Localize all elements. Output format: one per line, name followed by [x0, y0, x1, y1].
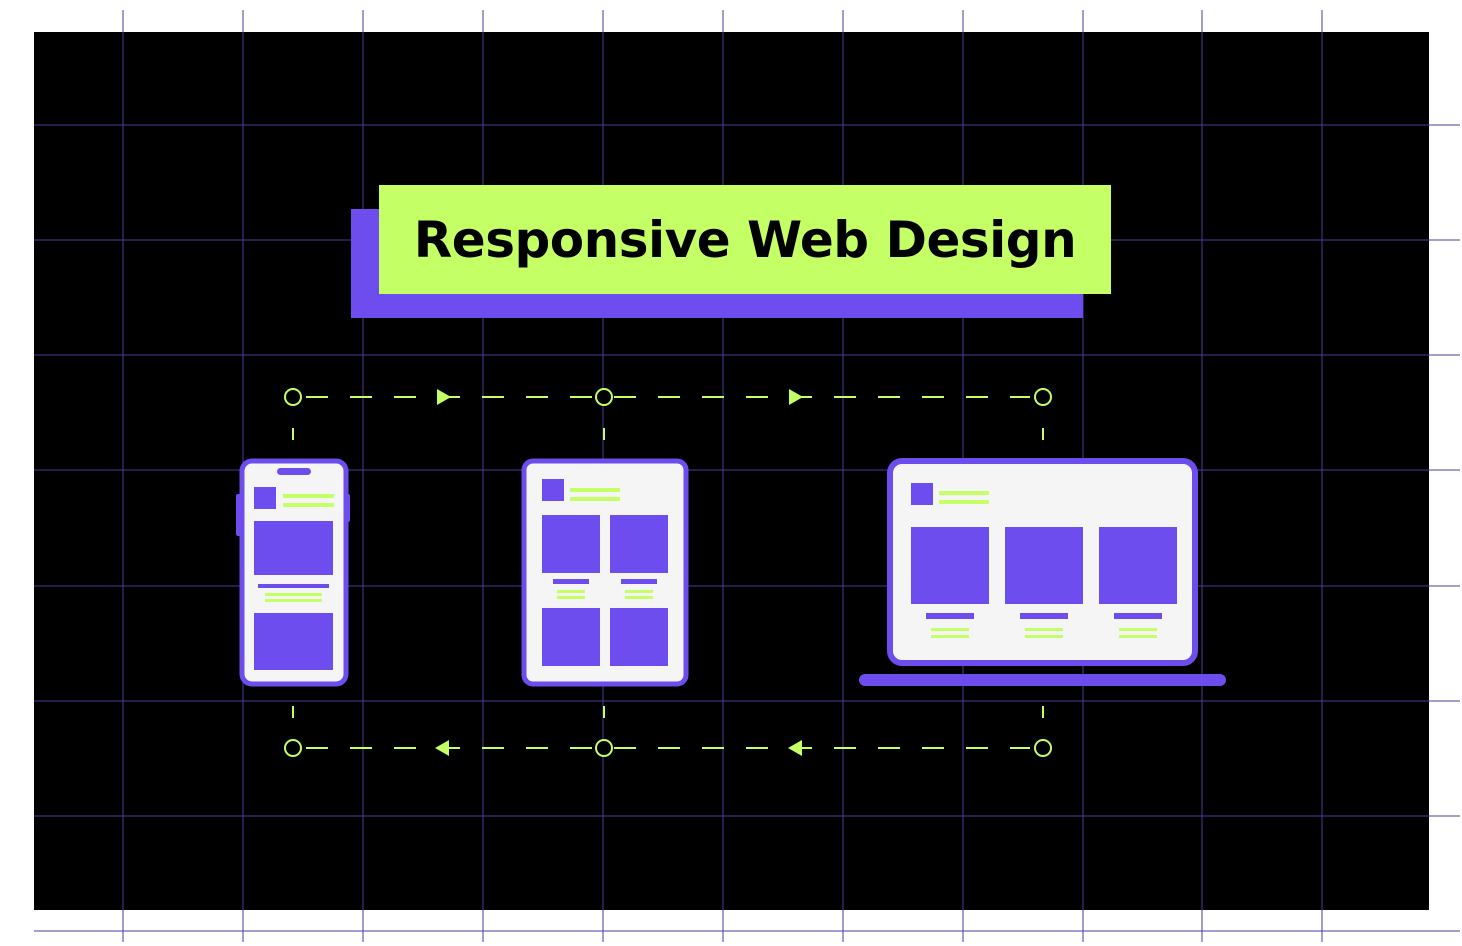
flow-bottom — [284, 706, 1052, 757]
title-banner — [379, 185, 1111, 294]
arrow-left-icon — [788, 740, 802, 756]
smartphone-icon — [236, 458, 350, 687]
arrow-right-icon — [789, 389, 803, 405]
arrow-left-icon — [435, 740, 449, 756]
tablet-icon — [521, 458, 689, 687]
laptop-icon — [859, 458, 1226, 686]
flow-top — [284, 388, 1052, 440]
page-title: Responsive Web Design — [413, 210, 1077, 269]
background-grid — [34, 10, 1460, 942]
arrow-right-icon — [437, 389, 451, 405]
